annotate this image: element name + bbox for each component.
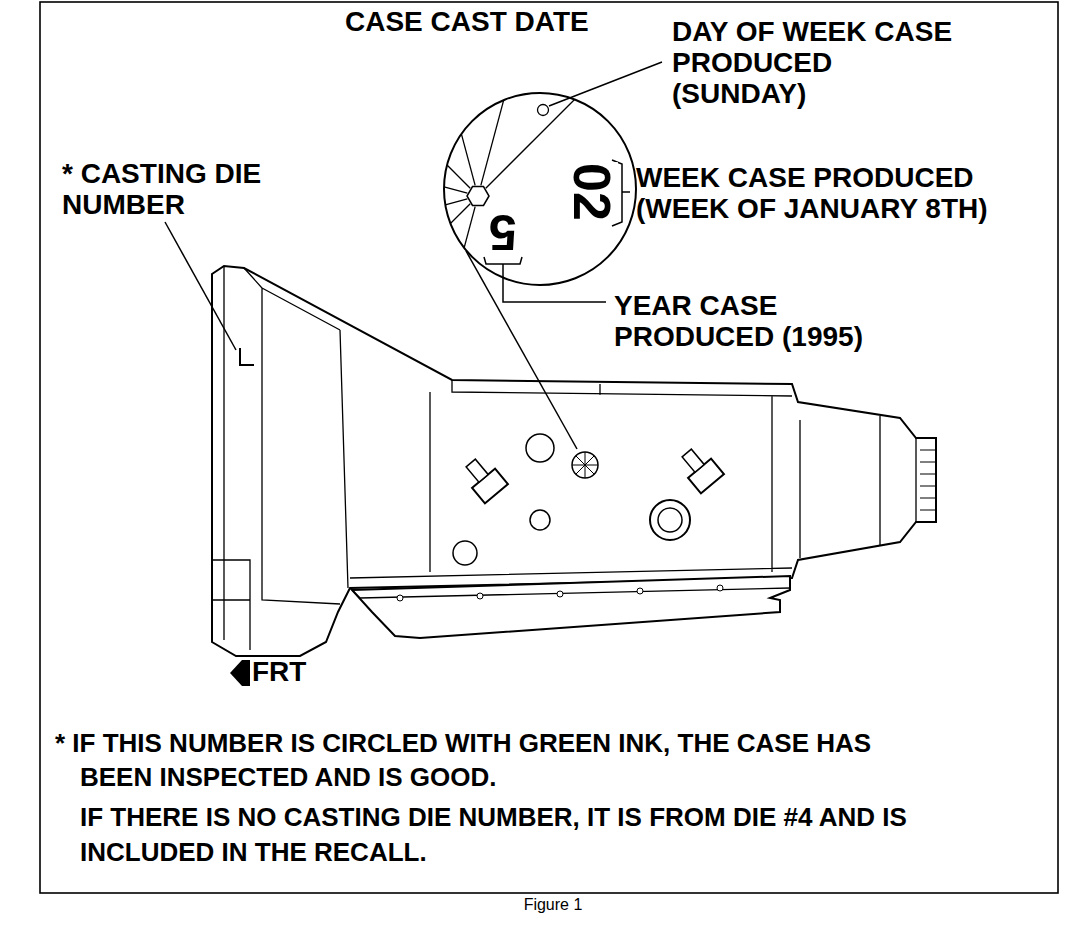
pan-bolt [397,595,403,601]
spoke-line [447,165,470,188]
direction-label: FRT [252,656,306,687]
spoke-line [481,100,504,185]
front-arrow [230,660,250,686]
week-number: 02 [566,162,618,222]
case-detail-lines [212,266,916,650]
leader-line [165,222,236,350]
cast-date-dial-small [572,452,598,478]
leader-line [549,62,662,106]
date-dial: 02 5 [443,92,637,286]
figure-caption: Figure 1 [453,896,653,914]
spoke-line [445,199,467,205]
case-plug [650,500,690,540]
spoke-line [464,207,475,248]
transmission-case [212,266,936,656]
heading-label: CASE CAST DATE [345,6,589,37]
oil-pan [352,576,790,638]
output-shaft-splines [920,450,936,510]
spoke-line [486,99,575,188]
callout-label: YEAR CASE PRODUCED (1995) [614,290,904,352]
note-text: * IF THIS NUMBER IS CIRCLED WITH GREEN I… [55,726,940,794]
figure-border [40,2,1058,893]
year-number: 5 [488,207,518,257]
case-plug-inner [658,508,682,532]
spoke-line [444,187,467,193]
callout-label: WEEK CASE PRODUCED (WEEK OF JANUARY 8TH) [636,162,1051,224]
callout-label: DAY OF WEEK CASE PRODUCED (SUNDAY) [672,16,957,109]
pan-bolt [557,591,563,597]
spoke-line [450,204,470,224]
case-plug [453,541,477,565]
small-dial-spokes [572,452,598,478]
spoke-line [461,134,475,185]
dial-hexagon [467,187,489,206]
pan-bolt [637,588,643,594]
casting-die-mark [240,348,254,365]
year-bracket [484,257,522,264]
leader-line [622,191,630,193]
leader-line [466,251,577,449]
connector-stem [466,459,488,482]
case-boss [530,510,550,530]
note-text: IF THERE IS NO CASTING DIE NUMBER, IT IS… [80,800,980,870]
connector-stem [682,449,704,472]
day-dot [538,105,549,116]
leader-line [503,264,606,302]
pan-flange [352,588,790,598]
pan-bolt [717,585,723,591]
case-boss [526,434,554,462]
pan-bolt [477,593,483,599]
callout-label: * CASTING DIE NUMBER [62,158,302,220]
